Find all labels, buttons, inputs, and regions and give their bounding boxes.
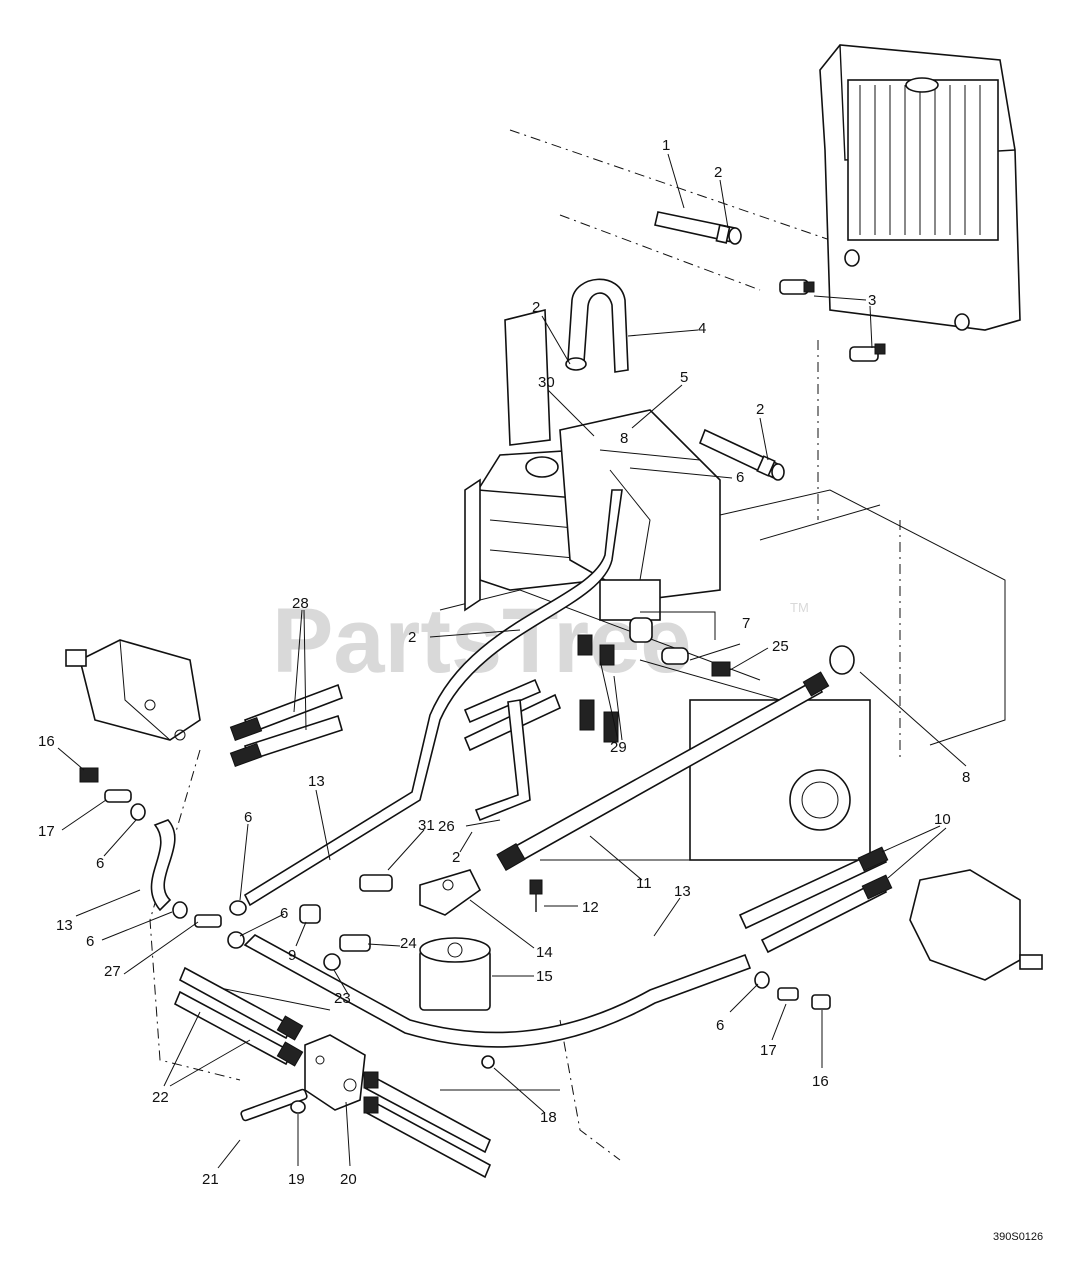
- callout-15: 15: [536, 968, 553, 985]
- left-wheel-motor: [65, 639, 201, 741]
- callout-22: 22: [152, 1089, 169, 1106]
- callout-1: 1: [662, 137, 670, 154]
- callout-25: 25: [772, 638, 789, 655]
- pump-hoses: [463, 678, 562, 822]
- callout-7: 7: [742, 615, 750, 632]
- callout-labels: 1 2 3 2 4 30 5 8 2 6 28 2 7 25 29 8 16 1…: [38, 137, 970, 1188]
- callout-13: 13: [674, 883, 691, 900]
- filter-assembly: [419, 869, 543, 1011]
- callout-8: 8: [620, 430, 628, 447]
- callout-24: 24: [400, 935, 417, 952]
- callout-14: 14: [536, 944, 553, 961]
- callout-3: 3: [868, 292, 876, 309]
- callout-17: 17: [760, 1042, 777, 1059]
- callout-6: 6: [736, 469, 744, 486]
- callout-6: 6: [280, 905, 288, 922]
- radiator-hose: [654, 211, 742, 245]
- leader-lines: [57, 153, 967, 1169]
- callout-23: 23: [334, 990, 351, 1007]
- long-return-hose: [243, 489, 623, 907]
- callout-13: 13: [308, 773, 325, 790]
- callout-6: 6: [86, 933, 94, 950]
- callout-16: 16: [812, 1073, 829, 1090]
- callout-31: 31: [418, 817, 435, 834]
- callout-10: 10: [934, 811, 951, 828]
- callout-2: 2: [532, 299, 540, 316]
- left-fittings: [79, 767, 146, 821]
- hoses-22: [173, 966, 304, 1067]
- callout-2: 2: [408, 629, 416, 646]
- valve-block: [240, 1034, 495, 1179]
- callout-8: 8: [962, 769, 970, 786]
- right-wheel-motor: [738, 846, 1043, 981]
- callout-9: 9: [288, 947, 296, 964]
- callout-4: 4: [698, 320, 706, 337]
- callout-19: 19: [288, 1171, 305, 1188]
- valve-fittings: [577, 617, 855, 743]
- elbow-fitting-3: [779, 279, 886, 362]
- radiator: [819, 44, 1021, 331]
- right-fittings: [754, 971, 831, 1010]
- callout-2: 2: [756, 401, 764, 418]
- callout-28: 28: [292, 595, 309, 612]
- callout-6: 6: [244, 809, 252, 826]
- callout-5: 5: [680, 369, 688, 386]
- callout-13: 13: [56, 917, 73, 934]
- small-fittings: [172, 874, 393, 971]
- callout-11: 11: [636, 875, 652, 892]
- callout-26: 26: [438, 818, 455, 835]
- callout-18: 18: [540, 1109, 557, 1126]
- callout-12: 12: [582, 899, 599, 916]
- frame-outline: [149, 129, 1006, 1161]
- callout-2: 2: [714, 164, 722, 181]
- callout-29: 29: [610, 739, 627, 756]
- hose-11: [496, 671, 830, 871]
- callout-20: 20: [340, 1171, 357, 1188]
- callout-6: 6: [96, 855, 104, 872]
- drawing-code: 390S0126: [993, 1231, 1043, 1243]
- hose-13-left: [150, 819, 176, 912]
- callout-2: 2: [452, 849, 460, 866]
- short-hose: [698, 428, 785, 481]
- callout-17: 17: [38, 823, 55, 840]
- watermark-trademark: TM: [790, 600, 809, 615]
- callout-6: 6: [716, 1017, 724, 1034]
- callout-27: 27: [104, 963, 121, 980]
- callout-30: 30: [538, 374, 555, 391]
- hose-13-center: [243, 934, 752, 1048]
- motor-hoses-28: [229, 683, 343, 768]
- callout-16: 16: [38, 733, 55, 750]
- callout-21: 21: [202, 1171, 219, 1188]
- u-hose: [565, 278, 629, 373]
- hydrostatic-pump: [559, 409, 871, 861]
